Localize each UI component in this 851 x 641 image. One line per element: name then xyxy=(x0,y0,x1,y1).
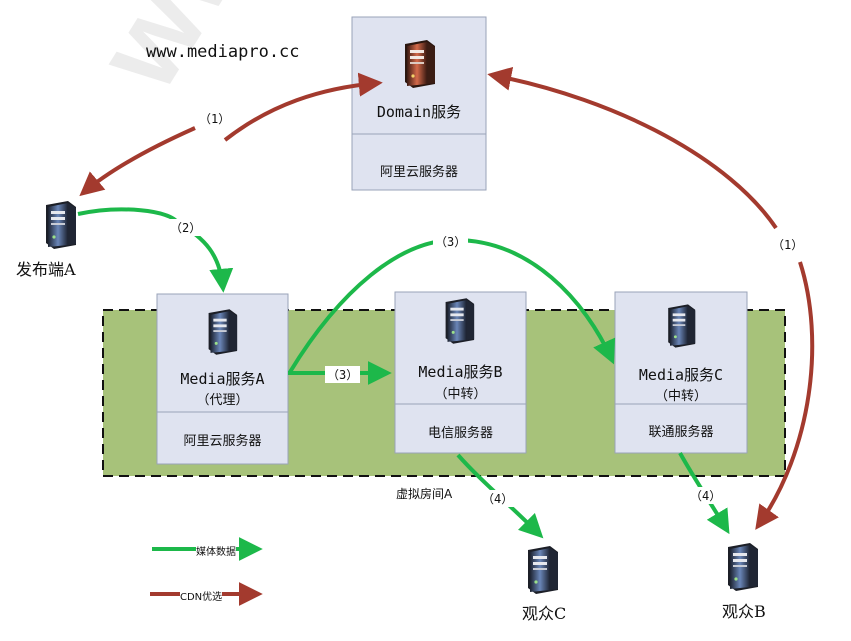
media-a-title: Media服务A xyxy=(180,370,265,388)
publisher-a-icon xyxy=(46,201,76,249)
media-b-title: Media服务B xyxy=(418,363,503,381)
domain-title: Domain服务 xyxy=(376,103,462,121)
legend-media-label: 媒体数据 xyxy=(196,543,236,558)
step-4-right-label: （4） xyxy=(688,487,724,504)
viewer-b-icon xyxy=(728,543,758,591)
step-3-top-label: （3） xyxy=(433,233,469,250)
viewer-c-label: 观众C xyxy=(522,604,567,623)
domain-box-labels: Domain服务 阿里云服务器 xyxy=(352,17,486,190)
media-c-title: Media服务C xyxy=(638,366,724,384)
step-3-mid-label: （3） xyxy=(325,366,361,383)
step-2-label: （2） xyxy=(168,219,204,236)
media-b-subtitle: （中转） xyxy=(434,387,487,402)
virtual-room-label: 虚拟房间A xyxy=(396,487,453,501)
publisher-a-label: 发布端A xyxy=(16,260,76,279)
cdn-arrow-viewer-b-to-domain xyxy=(487,66,778,230)
step-4-left-label: （4） xyxy=(480,490,516,507)
step-1-right-label: （1） xyxy=(770,236,806,253)
media-c-footer: 联通服务器 xyxy=(648,425,714,440)
viewer-b-label: 观众B xyxy=(722,602,766,621)
viewer-c-icon xyxy=(528,546,558,594)
media-b-labels: Media服务B （中转） 电信服务器 xyxy=(395,292,526,453)
media-c-subtitle: （中转） xyxy=(654,389,707,404)
media-a-footer: 阿里云服务器 xyxy=(183,434,262,449)
cdn-arrow-domain-to-publisher xyxy=(79,126,196,197)
legend-cdn-label: CDN优选 xyxy=(180,588,223,603)
domain-footer: 阿里云服务器 xyxy=(379,165,458,180)
media-c-labels: Media服务C （中转） 联通服务器 xyxy=(615,292,747,453)
media-a-subtitle: （代理） xyxy=(196,393,249,408)
cdn-arrow-publisher-to-domain xyxy=(223,72,383,142)
site-url-text: www.mediapro.cc xyxy=(146,42,300,62)
media-b-footer: 电信服务器 xyxy=(427,426,493,441)
step-1-left-label: （1） xyxy=(197,110,233,127)
media-a-labels: Media服务A （代理） 阿里云服务器 xyxy=(157,294,288,464)
cdn-arrow-domain-to-viewer-b xyxy=(755,261,815,530)
